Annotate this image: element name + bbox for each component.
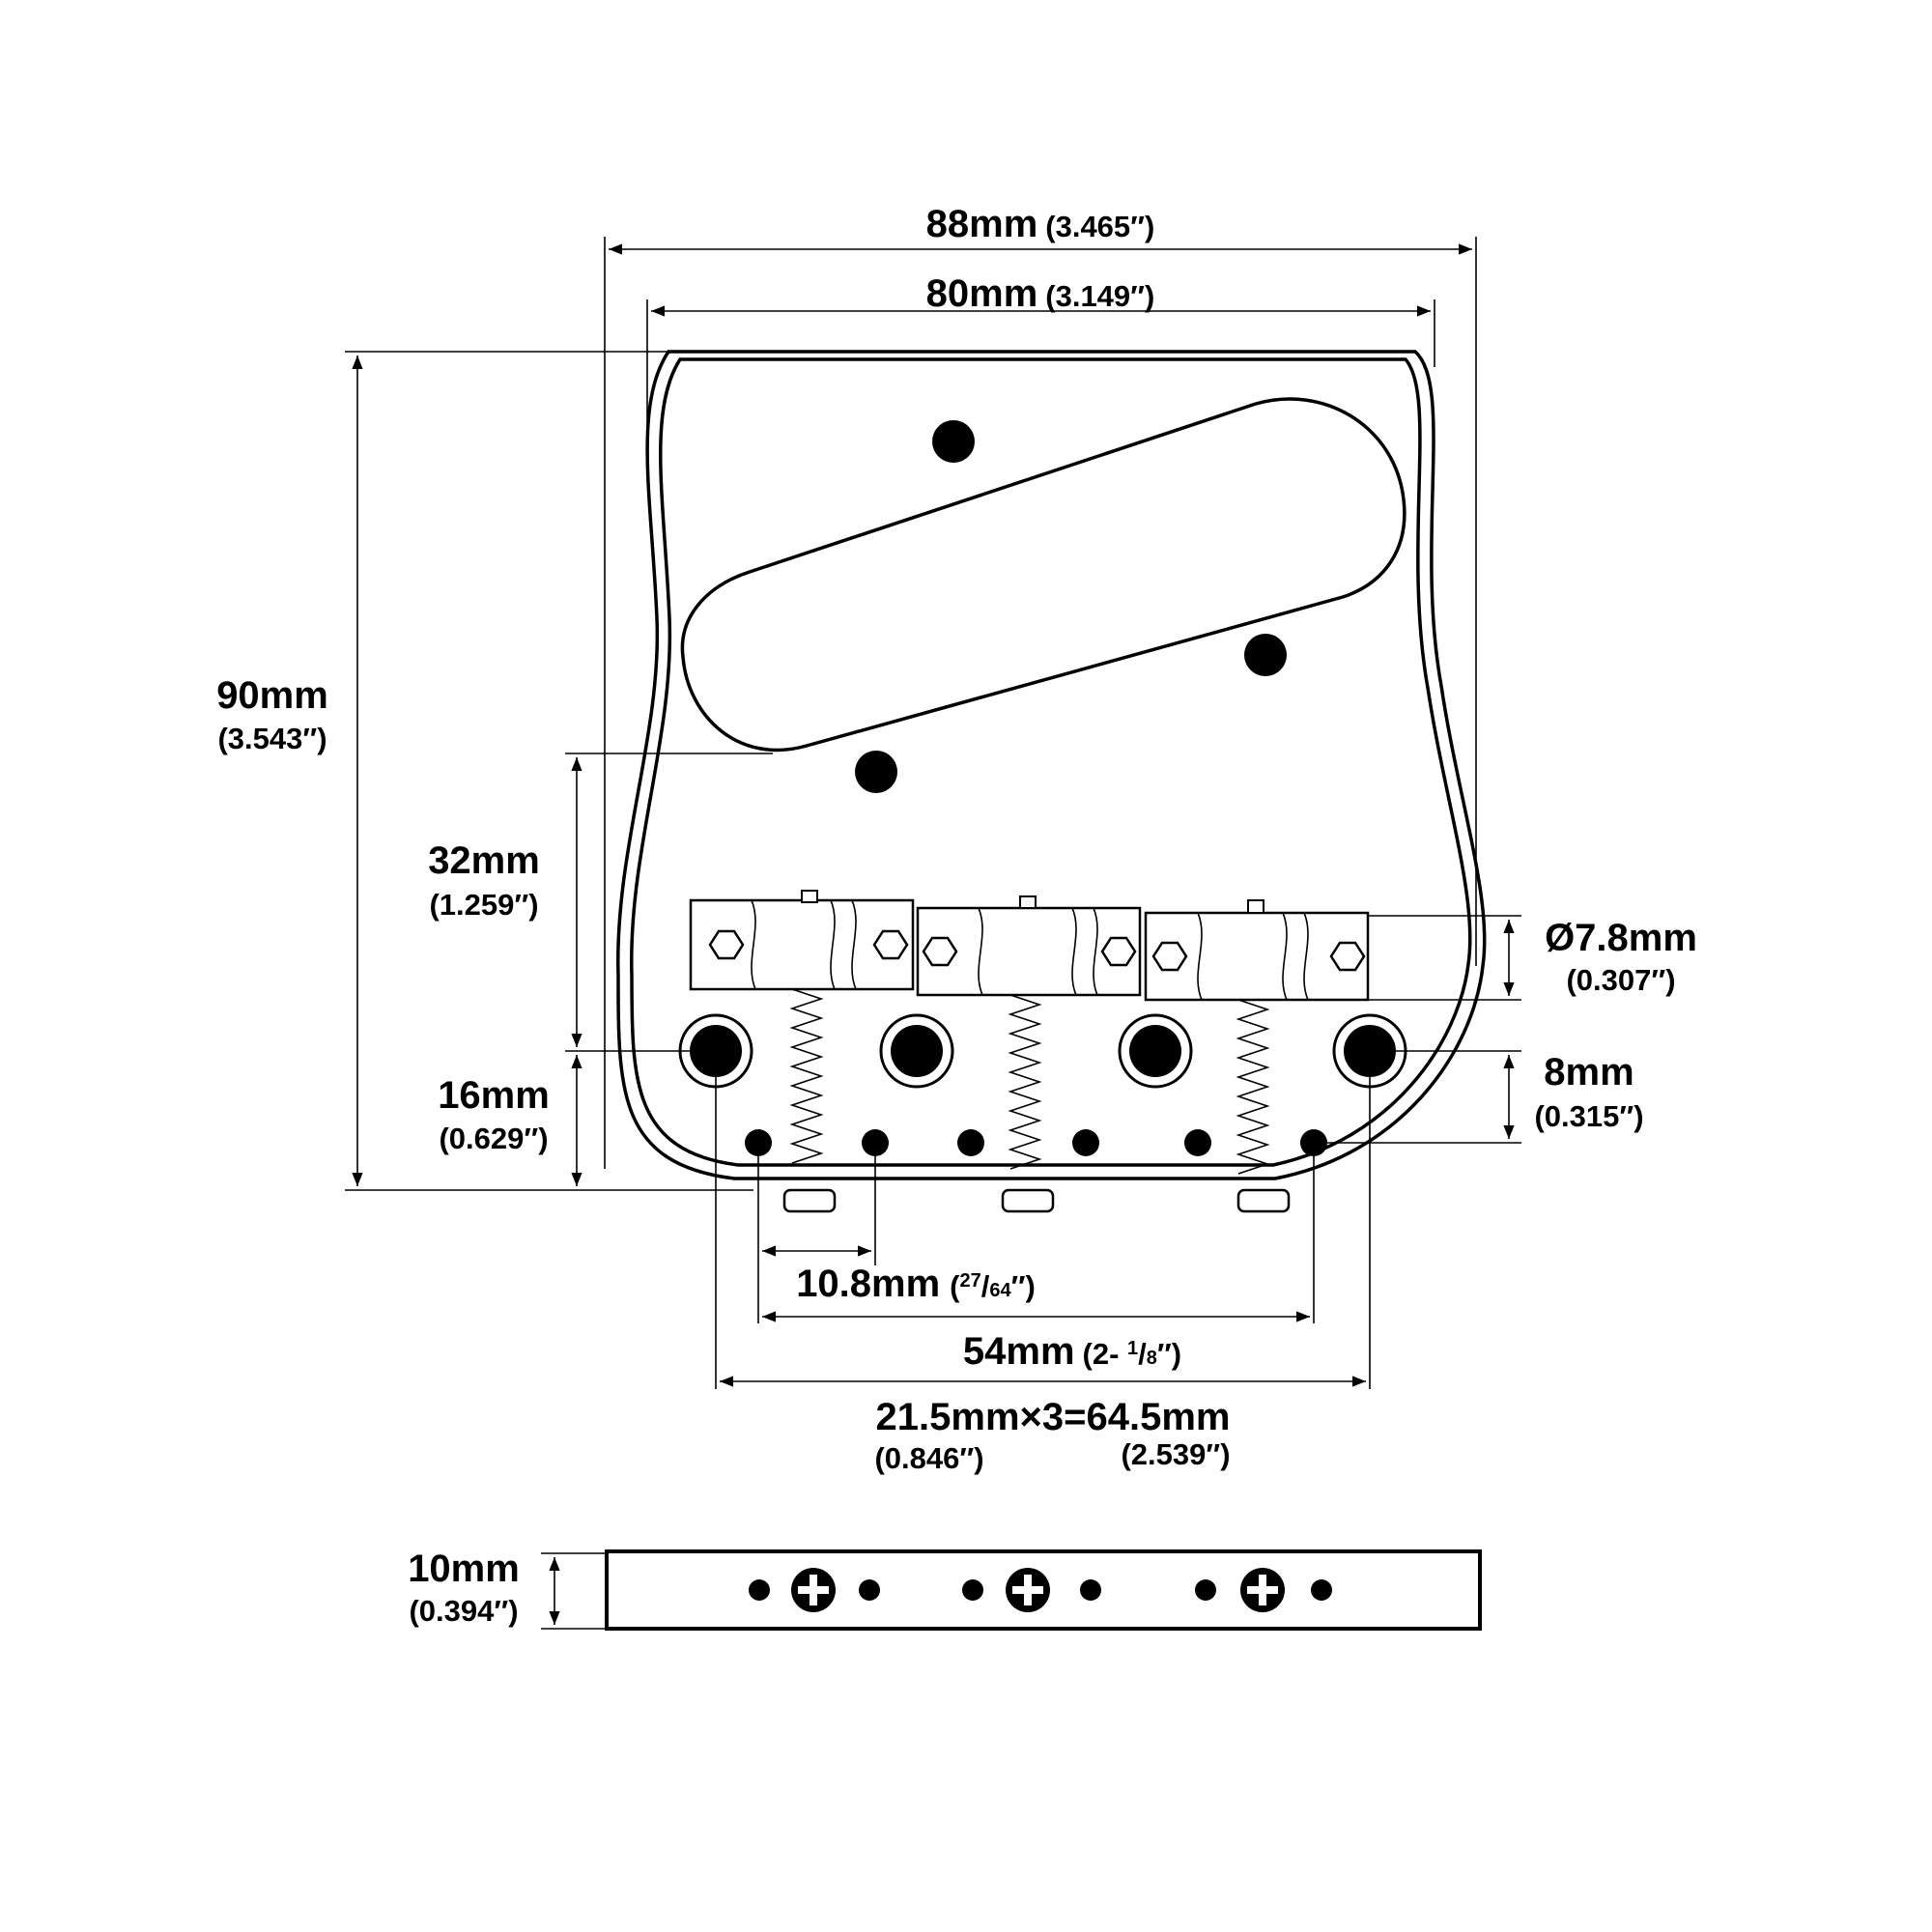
saddle-2 <box>916 895 1142 1213</box>
overall-width-label: 88mm(3.465″) <box>926 203 1155 245</box>
small-hole <box>749 1579 770 1601</box>
screw-head <box>1001 1188 1055 1213</box>
string-ferrule-hole <box>1118 1013 1193 1089</box>
screw-head <box>1236 1188 1291 1213</box>
small-hole <box>962 1579 983 1601</box>
spring <box>789 988 824 1164</box>
small-holes-row <box>745 1129 1327 1156</box>
small-hole-spacing-label: 10.8mm(27/64″) <box>796 1263 1036 1305</box>
bottom-distance-metric: 16mm <box>438 1074 550 1117</box>
plate-width-label: 80mm(3.149″) <box>926 272 1155 315</box>
spring <box>1236 999 1270 1175</box>
small-hole <box>957 1129 984 1156</box>
pickup-mount-hole <box>932 420 975 463</box>
outer-hole-spacing-label: 54mm(2- 1/8″) <box>963 1330 1181 1373</box>
hex-screw-icon <box>708 929 745 960</box>
dimension-lines <box>345 237 1521 1630</box>
small-hole <box>1184 1129 1211 1156</box>
string-spacing-imperial-a: (0.846″) <box>874 1441 983 1475</box>
side-view-group-3 <box>1195 1568 1332 1612</box>
overall-height-imperial: (3.543″) <box>217 722 327 755</box>
hex-screw-icon <box>1151 941 1188 972</box>
overall-height-metric: 90mm <box>216 674 328 717</box>
saddle-diameter-metric: Ø7.8mm <box>1545 917 1697 959</box>
pickup-mount-hole <box>1244 634 1287 676</box>
row-spacing-metric: 8mm <box>1544 1051 1634 1094</box>
side-height-metric: 10mm <box>408 1548 520 1590</box>
small-hole <box>859 1579 880 1601</box>
small-hole <box>1080 1579 1101 1601</box>
large-mount-holes <box>678 1013 1407 1089</box>
pickup-distance-metric: 32mm <box>428 839 540 882</box>
dimension-labels: 88mm(3.465″) 80mm(3.149″) 90mm (3.543″) … <box>216 203 1697 1628</box>
hex-screw-icon <box>872 929 909 960</box>
bridge-plate <box>616 350 1487 1213</box>
plate-outer-outline <box>616 350 1487 1180</box>
row-spacing-imperial: (0.315″) <box>1534 1099 1643 1133</box>
string-spacing-metric: 21.5mm×3=64.5mm <box>876 1396 1231 1438</box>
hex-screw-icon <box>922 936 958 967</box>
pickup-distance-imperial: (1.259″) <box>429 888 538 922</box>
screw-head <box>782 1188 837 1213</box>
pickup-mount-hole <box>855 751 897 793</box>
string-ferrule-hole <box>1129 1025 1181 1077</box>
string-ferrule-hole <box>891 1025 943 1077</box>
small-hole <box>1072 1129 1099 1156</box>
bottom-distance-imperial: (0.629″) <box>439 1122 548 1155</box>
hex-screw-icon <box>1100 936 1137 967</box>
string-ferrule-hole <box>879 1013 954 1089</box>
string-spacing-imperial-b: (2.539″) <box>1121 1437 1230 1471</box>
plate-inner-outline <box>630 357 1472 1167</box>
side-view <box>605 1549 1482 1631</box>
pickup-cavity <box>680 397 1406 753</box>
side-view-group-2 <box>962 1568 1101 1612</box>
side-height-imperial: (0.394″) <box>409 1594 518 1628</box>
saddle-1 <box>689 890 915 1213</box>
saddle-3 <box>1144 899 1370 1213</box>
hex-screw-icon <box>1329 941 1366 972</box>
small-hole <box>1311 1579 1332 1601</box>
side-view-group-1 <box>749 1568 880 1612</box>
spring <box>1008 994 1042 1170</box>
saddle-diameter-imperial: (0.307″) <box>1566 963 1675 997</box>
small-hole <box>1195 1579 1216 1601</box>
